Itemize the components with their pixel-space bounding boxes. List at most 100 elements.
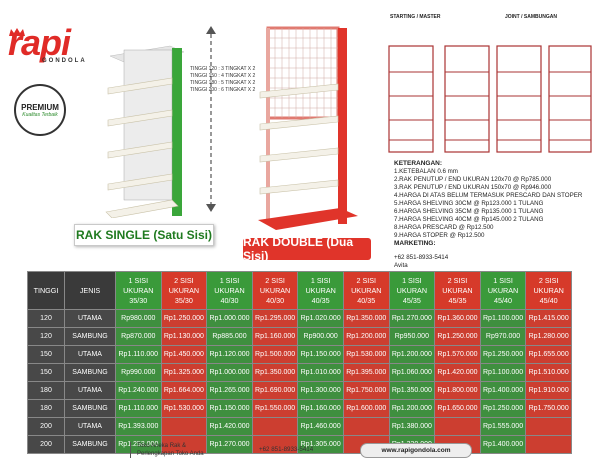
footer-phone[interactable]: +62 851-8933-5414: [259, 446, 314, 453]
table-header-line: UKURAN: [442, 285, 473, 295]
table-cell: 150: [27, 345, 65, 364]
table-header-line: UKURAN: [487, 285, 519, 295]
table-cell: Rp980.000: [115, 309, 162, 328]
table-cell: Rp1.295.000: [251, 309, 299, 328]
table-cell: Rp1.100.000: [479, 363, 527, 382]
table-cell: [342, 417, 390, 436]
table-cell: Rp1.253.000: [115, 435, 162, 454]
table-cell: Rp1.240.000: [115, 381, 162, 400]
table-cell: Rp1.600.000: [342, 399, 390, 418]
starting-master-label: STARTING / MASTER: [390, 14, 441, 20]
table-cell: Rp1.250.000: [434, 327, 481, 346]
table-cell: 200: [27, 435, 65, 454]
footer-website-link[interactable]: www.rapigondola.com: [360, 443, 472, 458]
table-cell: Rp1.200.000: [388, 399, 436, 418]
table-header-line: 40/30: [220, 295, 239, 305]
table-header-line: 45/35: [402, 295, 421, 305]
note-item: 5.HARGA SHELVING 30CM @ Rp123.000 1 TULA…: [394, 200, 544, 207]
table-header: TINGGI: [27, 271, 65, 310]
table-cell: Rp870.000: [115, 327, 162, 346]
table-cell: Rp1.250.000: [479, 399, 527, 418]
table-cell: Rp1.450.000: [160, 345, 208, 364]
table-cell: Rp1.570.000: [434, 345, 481, 364]
table-cell: Rp1.350.000: [342, 309, 390, 328]
table-cell: Rp1.010.000: [297, 363, 344, 382]
rack-single-caption: RAK SINGLE (Satu Sisi): [74, 224, 214, 246]
note-item: 3.RAK PENUTUP / END UKURAN 150x70 @ Rp94…: [394, 184, 552, 191]
table-cell: UTAMA: [64, 381, 116, 400]
table-cell: Rp970.000: [479, 327, 527, 346]
table-cell: Rp1.120.000: [206, 345, 253, 364]
single-rack-illustration: [105, 45, 185, 218]
height-spec-line: TINGGI 150 : 4 TINGKAT X 2: [190, 73, 256, 79]
table-cell: SAMBUNG: [64, 363, 116, 382]
table-header-line: 2 SISI: [447, 275, 468, 285]
table-header-line: 40/35: [357, 295, 376, 305]
note-item: 2.RAK PENUTUP / END UKURAN 120x70 @ Rp78…: [394, 176, 552, 183]
marketing-section: MARKETING: +62 851-8933-5414 Avita: [394, 240, 448, 270]
marketing-title: MARKETING:: [394, 240, 436, 247]
table-cell: 120: [27, 309, 65, 328]
table-cell: Rp900.000: [297, 327, 344, 346]
table-header: JENIS: [64, 271, 116, 310]
table-cell: Rp1.305.000: [297, 435, 344, 454]
table-cell: Rp1.400.000: [479, 381, 527, 400]
table-cell: Rp1.160.000: [297, 399, 344, 418]
table-cell: Rp1.750.000: [525, 399, 572, 418]
logo-subtext: GONDOLA: [42, 58, 87, 64]
joint-sambungan-label: JOINT / SAMBUNGAN: [505, 14, 557, 20]
premium-badge: PREMIUM Kualitas Terbaik: [14, 84, 66, 136]
table-cell: Rp1.420.000: [206, 417, 253, 436]
table-header-line: 1 SISI: [310, 275, 331, 285]
table-cell: Rp1.130.000: [160, 327, 208, 346]
table-cell: Rp1.350.000: [388, 381, 436, 400]
table-cell: Rp1.265.000: [206, 381, 253, 400]
note-item: 7.HARGA SHELVING 40CM @ Rp145.000 2 TULA…: [394, 216, 544, 223]
table-cell: Rp1.380.000: [388, 417, 436, 436]
table-cell: [160, 417, 208, 436]
table-cell: [251, 435, 299, 454]
notes-section: KETERANGAN: 1.KETEBALAN 0.6 mm 2.RAK PEN…: [394, 160, 594, 240]
height-spec-line: TINGGI 200 : 6 TINGKAT X 2: [190, 87, 256, 93]
note-item: 1.KETEBALAN 0.6 mm: [394, 168, 458, 175]
table-cell: Rp1.530.000: [160, 399, 208, 418]
note-item: 9.HARGA STOPER @ Rp12.500: [394, 232, 485, 239]
table-header-line: 1 SISI: [128, 275, 149, 285]
table-cell: Rp1.460.000: [297, 417, 344, 436]
table-cell: 120: [27, 327, 65, 346]
notes-title: KETERANGAN:: [394, 160, 443, 167]
table-cell: 180: [27, 381, 65, 400]
marketing-phone[interactable]: +62 851-8933-5414: [394, 254, 449, 261]
table-cell: Rp1.110.000: [115, 399, 162, 418]
table-cell: Rp1.270.000: [206, 435, 253, 454]
table-header-line: 45/40: [494, 295, 513, 305]
footer-tagline: Toko Aneka Rak & Perlengkapan Toko Anda: [130, 442, 204, 458]
table-cell: Rp1.690.000: [251, 381, 299, 400]
table-header-line: 40/35: [311, 295, 330, 305]
joint-racks-illustration: [388, 45, 592, 153]
double-rack-illustration: [258, 26, 358, 230]
table-header-line: 35/30: [174, 295, 193, 305]
table-header-line: UKURAN: [305, 285, 336, 295]
table-cell: Rp885.000: [206, 327, 253, 346]
table-header-line: 2 SISI: [265, 275, 285, 285]
table-header-line: JENIS: [79, 285, 101, 295]
height-specs: TINGGI 120 : 3 TINGKAT X 2 TINGGI 150 : …: [190, 66, 255, 94]
table-cell: [434, 417, 481, 436]
table-cell: Rp950.000: [388, 327, 436, 346]
table-cell: Rp1.060.000: [388, 363, 436, 382]
table-cell: Rp1.350.000: [251, 363, 299, 382]
table-header-line: UKURAN: [533, 285, 564, 295]
